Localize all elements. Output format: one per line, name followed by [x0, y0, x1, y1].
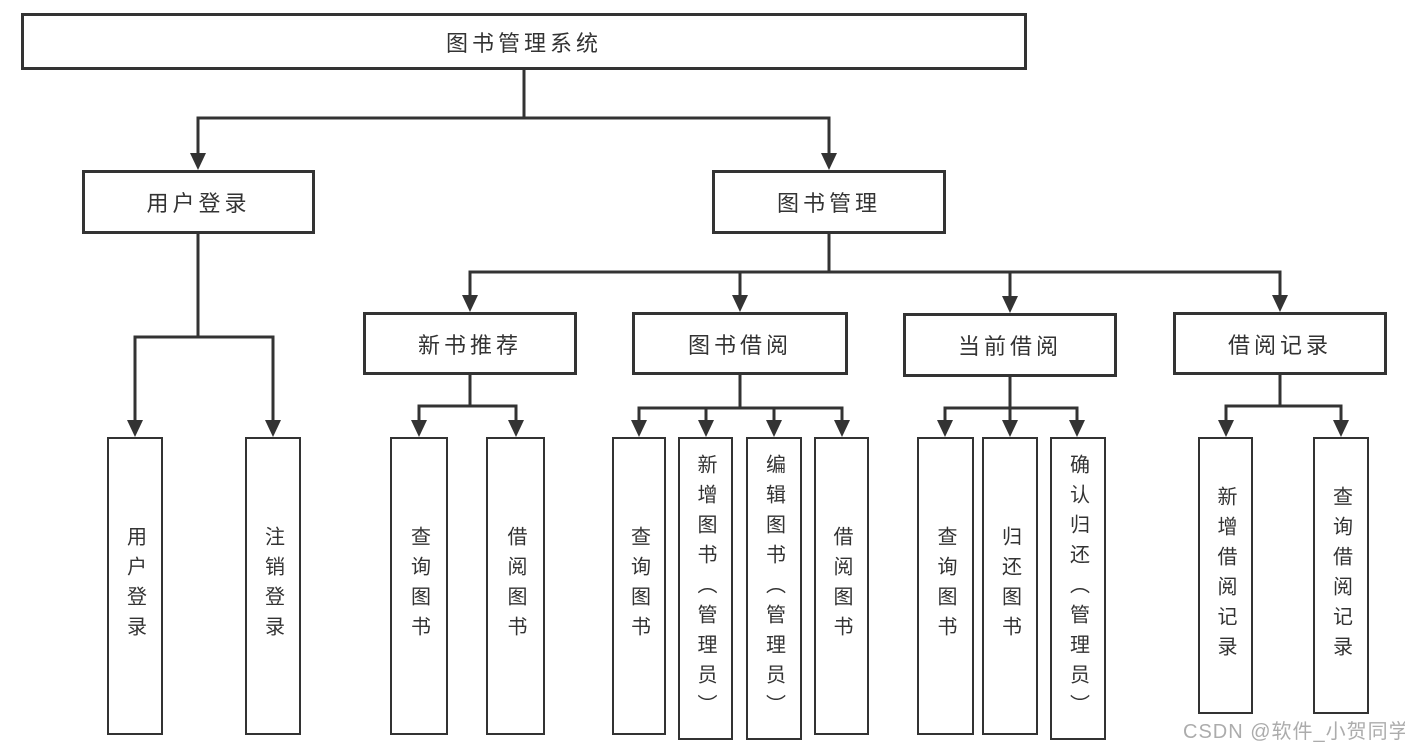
node-borrowing-records: 借阅记录 [1173, 312, 1387, 375]
leaf-borrow-books-recommend: 借阅图书 [486, 437, 545, 735]
leaf-user-login: 用户登录 [107, 437, 163, 735]
leaf-confirm-return-admin: 确认归还（管理员） [1050, 437, 1106, 740]
node-book-borrowing: 图书借阅 [632, 312, 848, 375]
leaf-logout: 注销登录 [245, 437, 301, 735]
node-library-management-system: 图书管理系统 [21, 13, 1027, 70]
leaf-return-books: 归还图书 [982, 437, 1038, 735]
leaf-borrow-books-borrowing: 借阅图书 [814, 437, 869, 735]
leaf-query-borrow-record: 查询借阅记录 [1313, 437, 1369, 714]
leaf-add-books-admin: 新增图书（管理员） [678, 437, 733, 740]
node-user-login: 用户登录 [82, 170, 315, 234]
node-new-book-recommend: 新书推荐 [363, 312, 577, 375]
leaf-query-books-recommend: 查询图书 [390, 437, 448, 735]
node-current-borrowing: 当前借阅 [903, 313, 1117, 377]
leaf-query-books-current: 查询图书 [917, 437, 974, 735]
connector-paths [133, 68, 1343, 431]
leaf-add-borrow-record: 新增借阅记录 [1198, 437, 1253, 714]
arrowheads [127, 153, 1349, 437]
node-book-management: 图书管理 [712, 170, 946, 234]
csdn-watermark: CSDN @软件_小贺同学 [1183, 721, 1405, 743]
leaf-edit-books-admin: 编辑图书（管理员） [746, 437, 802, 740]
leaf-query-books-borrowing: 查询图书 [612, 437, 666, 735]
